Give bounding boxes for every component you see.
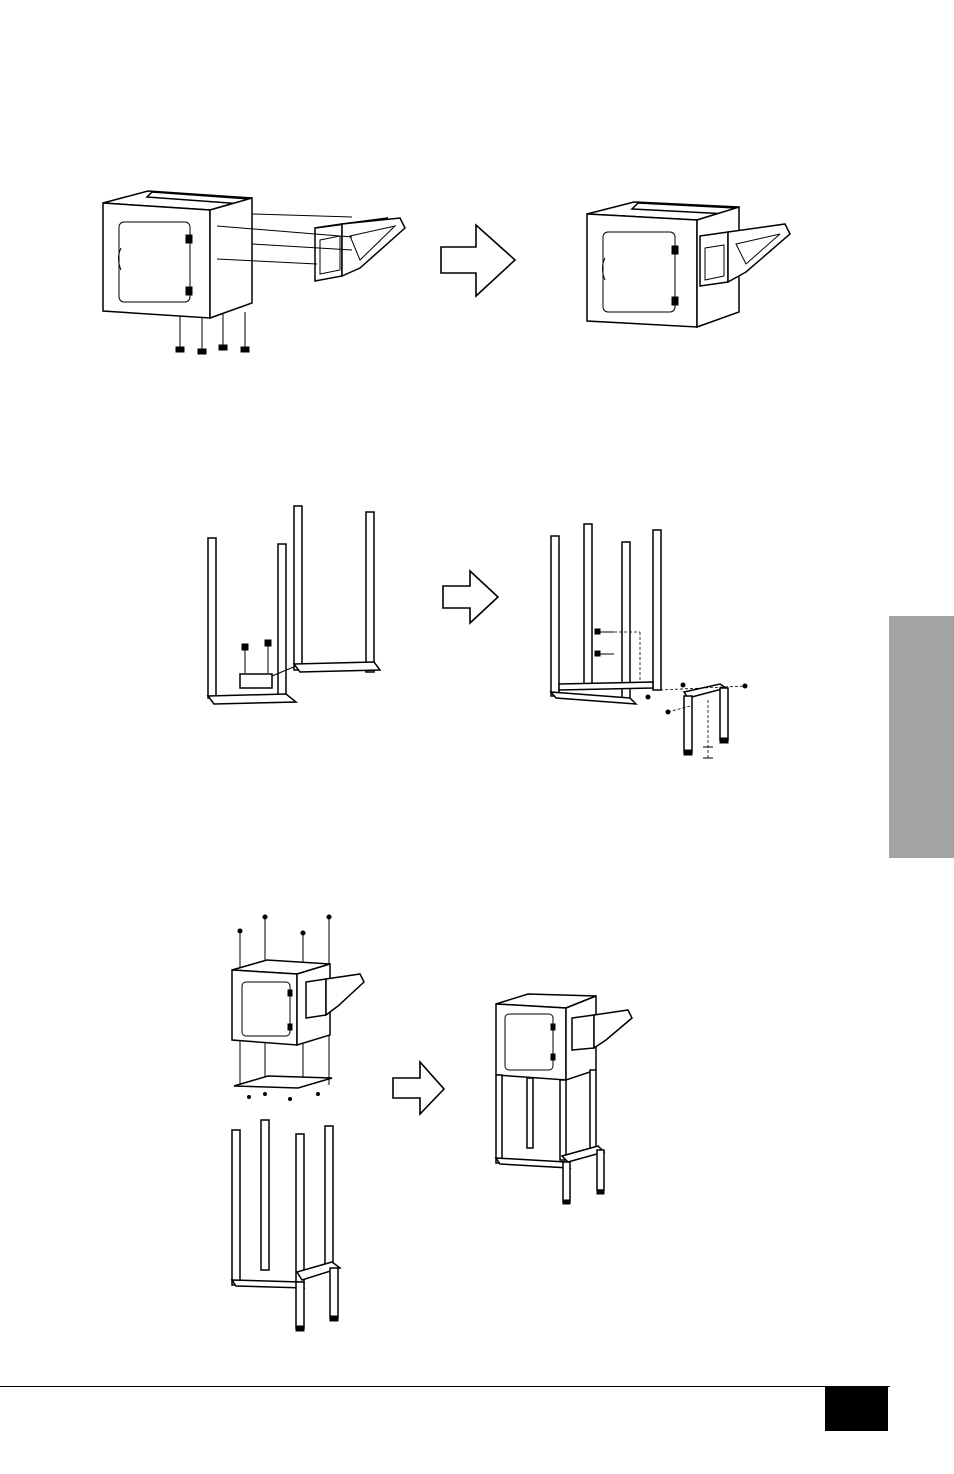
footer-rule [0,1386,890,1387]
step-3-exploded [232,915,364,1331]
arrow-right-icon [441,225,515,296]
step-2-assembled [551,524,747,760]
page-number-box [825,1386,888,1431]
step-2-exploded [208,506,380,704]
step-1-assembled [587,202,790,327]
step-1-exploded [103,191,405,354]
step-3-assembled [496,994,632,1204]
arrow-right-icon [393,1062,444,1114]
arrow-right-icon [443,571,498,623]
